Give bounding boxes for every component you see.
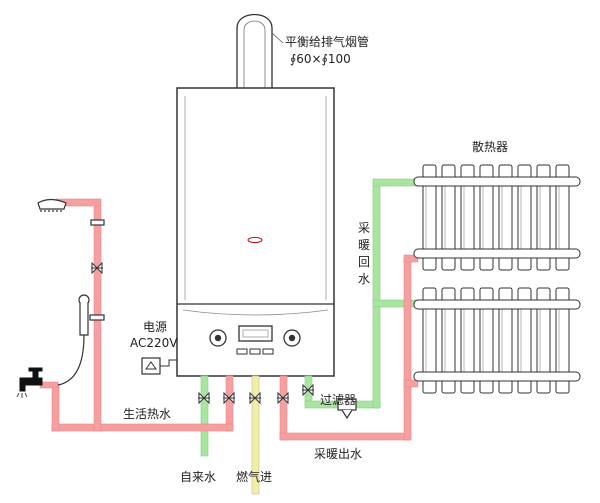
heating-return-label: 采暖回水 [357,221,370,286]
flue-label: 平衡给排气烟管 [285,35,370,49]
gas-in-label: 燃气进 [236,470,273,484]
power-socket-icon [141,357,177,375]
radiator-bank [413,164,581,271]
control-panel [209,325,301,355]
radiator-group [413,164,581,394]
radiator-bank [413,287,581,394]
flue-pipe [236,14,273,91]
shower-head-icon [37,198,67,210]
valve-icon [91,261,103,275]
display-screen [238,325,273,342]
radiator-header-bottom [413,371,581,382]
shower-rig [37,198,105,386]
heating-supply-pipe [279,254,419,441]
power-spec-label: AC220V [130,336,178,350]
flue-spec-label: ∮60×∮100 [290,52,351,66]
valve-group [91,261,314,405]
valve-icon [249,391,261,405]
power-label: 电源 [143,320,168,334]
filter-icon [337,398,357,420]
radiator-header-top [413,176,581,187]
radiator-header-bottom [413,248,581,259]
cold-water-label: 自来水 [180,470,217,484]
cold-water-pipe [200,375,209,457]
valve-icon [277,391,289,405]
filter-label: 过滤器 [320,393,357,407]
valve-icon [302,383,314,397]
heating-supply-label: 采暖出水 [314,447,363,461]
radiator-header-top [413,299,581,310]
gas-pipe [251,375,260,495]
valve-icon [198,391,210,405]
hot-water-label: 生活热水 [123,407,172,421]
radiator-label: 散热器 [472,140,509,154]
faucet-icon [16,367,43,398]
valve-icon [223,391,235,405]
